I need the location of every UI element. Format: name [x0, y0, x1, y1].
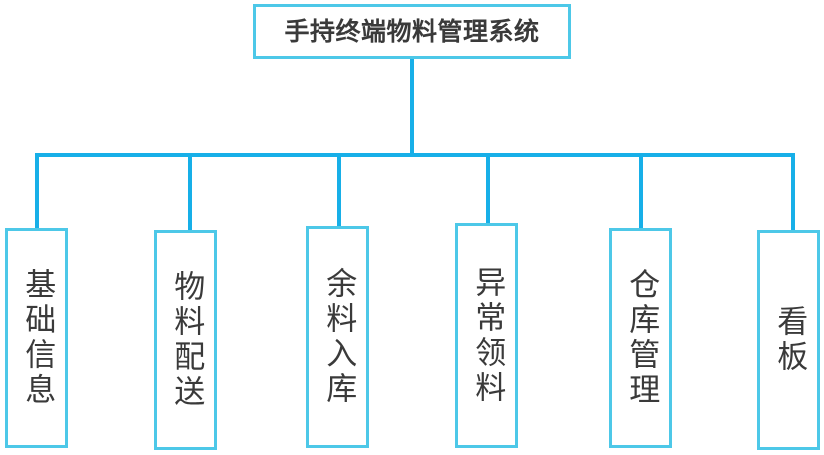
connector-drop-2	[188, 153, 192, 232]
node-surplus-material-inbound[interactable]: 余料入库	[306, 226, 369, 448]
root-node-label: 手持终端物料管理系统	[284, 16, 540, 46]
connector-drop-3	[337, 153, 341, 228]
node-label-1: 基础信息	[19, 268, 56, 408]
node-label-2: 物料配送	[168, 270, 205, 410]
node-label-5: 仓库管理	[623, 268, 660, 408]
connector-root-stem	[410, 58, 414, 157]
connector-drop-1	[35, 153, 39, 230]
node-abnormal-picking[interactable]: 异常领料	[455, 223, 518, 448]
node-label-6: 看板	[771, 305, 808, 375]
connector-drop-6	[791, 153, 795, 232]
node-warehouse-management[interactable]: 仓库管理	[609, 228, 672, 448]
node-label-4: 异常领料	[469, 265, 506, 406]
connector-horizontal-bus	[35, 153, 795, 157]
connector-drop-4	[486, 153, 490, 225]
root-node-system-title[interactable]: 手持终端物料管理系统	[253, 4, 571, 59]
node-material-delivery[interactable]: 物料配送	[154, 230, 217, 450]
node-label-3: 余料入库	[320, 267, 357, 407]
node-basic-information[interactable]: 基础信息	[5, 228, 68, 448]
connector-drop-5	[639, 153, 643, 230]
node-kanban[interactable]: 看板	[757, 230, 820, 450]
